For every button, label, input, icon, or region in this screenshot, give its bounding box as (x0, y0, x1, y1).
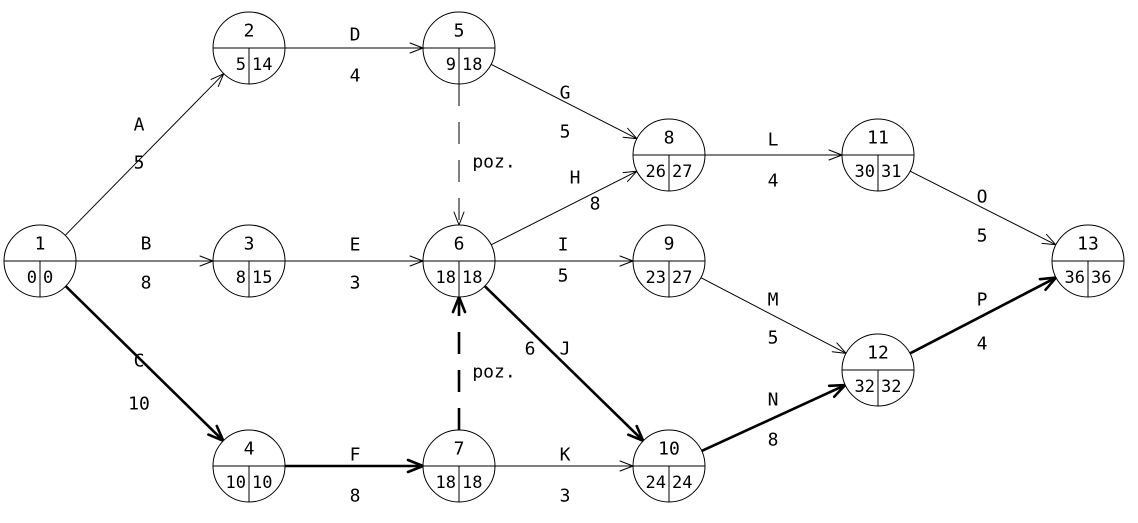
event-node-7: 7 18 18 (422, 429, 496, 503)
event-node-6: 6 18 18 (422, 224, 496, 298)
activity-label: I (558, 235, 569, 256)
node-number: 2 (244, 21, 255, 42)
activity-duration: 5 (977, 226, 988, 247)
activity-duration: 4 (350, 66, 361, 87)
activity-duration: 10 (128, 394, 150, 415)
activity-H-arrow (490, 170, 638, 246)
node-latest-time: 36 (1091, 268, 1111, 288)
node-number: 12 (867, 343, 889, 364)
node-latest-time: 32 (881, 377, 901, 397)
event-node-9: 9 23 27 (632, 224, 706, 298)
activity-label: O (977, 187, 988, 208)
activity-label: C (134, 351, 145, 372)
node-number: 5 (454, 21, 465, 42)
activity-arrows (64, 42, 1058, 474)
node-earliest-time: 30 (855, 162, 875, 182)
activity-G-arrow (490, 63, 638, 140)
node-latest-time: 18 (462, 55, 482, 75)
node-earliest-time: 24 (646, 473, 666, 493)
activity-duration: 4 (768, 171, 779, 192)
node-earliest-time: 18 (436, 268, 456, 288)
node-earliest-time: 32 (855, 377, 875, 397)
activity-duration: 8 (768, 430, 779, 451)
activity-duration: 6 (525, 339, 536, 360)
event-node-13: 13 36 36 (1051, 224, 1125, 298)
activity-duration: 3 (560, 486, 571, 507)
activity-M-arrow (700, 277, 847, 354)
activity-O-arrow (909, 170, 1057, 246)
event-node-8: 8 26 27 (632, 118, 706, 192)
event-node-12: 12 32 32 (841, 333, 915, 407)
node-number: 4 (244, 439, 255, 460)
activity-label: G (560, 83, 571, 104)
activity-label: K (560, 445, 571, 466)
node-earliest-time: 5 (236, 55, 246, 75)
node-number: 13 (1077, 234, 1099, 255)
activity-label: N (768, 390, 779, 411)
activity-label: H (570, 168, 581, 189)
activity-label: L (768, 130, 779, 151)
node-latest-time: 18 (462, 473, 482, 493)
node-earliest-time: 9 (446, 55, 456, 75)
node-earliest-time: 36 (1065, 268, 1085, 288)
node-earliest-time: 23 (646, 268, 666, 288)
activity-label: D (350, 25, 361, 46)
node-latest-time: 31 (881, 162, 901, 182)
activity-label: E (350, 235, 361, 256)
event-node-4: 4 10 10 (212, 429, 286, 503)
node-number: 7 (454, 439, 465, 460)
activity-label: poz. (472, 362, 515, 383)
node-earliest-time: 0 (27, 268, 37, 288)
activity-label: M (768, 290, 779, 311)
event-node-3: 3 8 15 (212, 224, 286, 298)
node-number: 6 (454, 234, 465, 255)
node-earliest-time: 8 (236, 268, 246, 288)
node-number: 3 (244, 234, 255, 255)
activity-duration: 3 (350, 273, 361, 294)
node-latest-time: 27 (672, 268, 692, 288)
activity-label: poz. (472, 152, 515, 173)
activity-duration: 8 (590, 194, 601, 215)
activity-duration: 8 (350, 486, 361, 507)
event-node-11: 11 30 31 (841, 118, 915, 192)
event-node-2: 2 5 14 (212, 11, 286, 85)
event-node-10: 10 24 24 (632, 429, 706, 503)
node-latest-time: 27 (672, 162, 692, 182)
activity-N-arrow (701, 383, 846, 453)
activity-duration: 4 (977, 334, 988, 355)
activity-label: F (350, 445, 361, 466)
node-number: 1 (35, 234, 46, 255)
node-latest-time: 10 (252, 473, 272, 493)
activity-C-arrow (64, 285, 225, 442)
activity-label: J (560, 339, 571, 360)
activity-label: P (977, 290, 988, 311)
node-latest-time: 24 (672, 473, 692, 493)
node-number: 8 (664, 128, 675, 149)
node-number: 11 (867, 128, 889, 149)
node-number: 10 (658, 439, 680, 460)
node-latest-time: 15 (252, 268, 272, 288)
node-earliest-time: 26 (646, 162, 666, 182)
node-number: 9 (664, 234, 675, 255)
activity-label: A (134, 115, 145, 136)
node-latest-time: 14 (252, 55, 272, 75)
node-earliest-time: 18 (436, 473, 456, 493)
activity-J-arrow (483, 285, 645, 442)
activity-P-arrow (909, 276, 1057, 355)
node-earliest-time: 10 (226, 473, 246, 493)
node-latest-time: 0 (43, 268, 53, 288)
activity-duration: 8 (141, 273, 152, 294)
activity-duration: 5 (134, 153, 145, 174)
activity-duration: 5 (560, 122, 571, 143)
event-node-5: 5 9 18 (422, 11, 496, 85)
activity-duration: 5 (768, 328, 779, 349)
activity-label: B (141, 234, 152, 255)
activity-duration: 5 (558, 266, 569, 287)
activity-A-arrow (64, 73, 225, 236)
node-latest-time: 18 (462, 268, 482, 288)
